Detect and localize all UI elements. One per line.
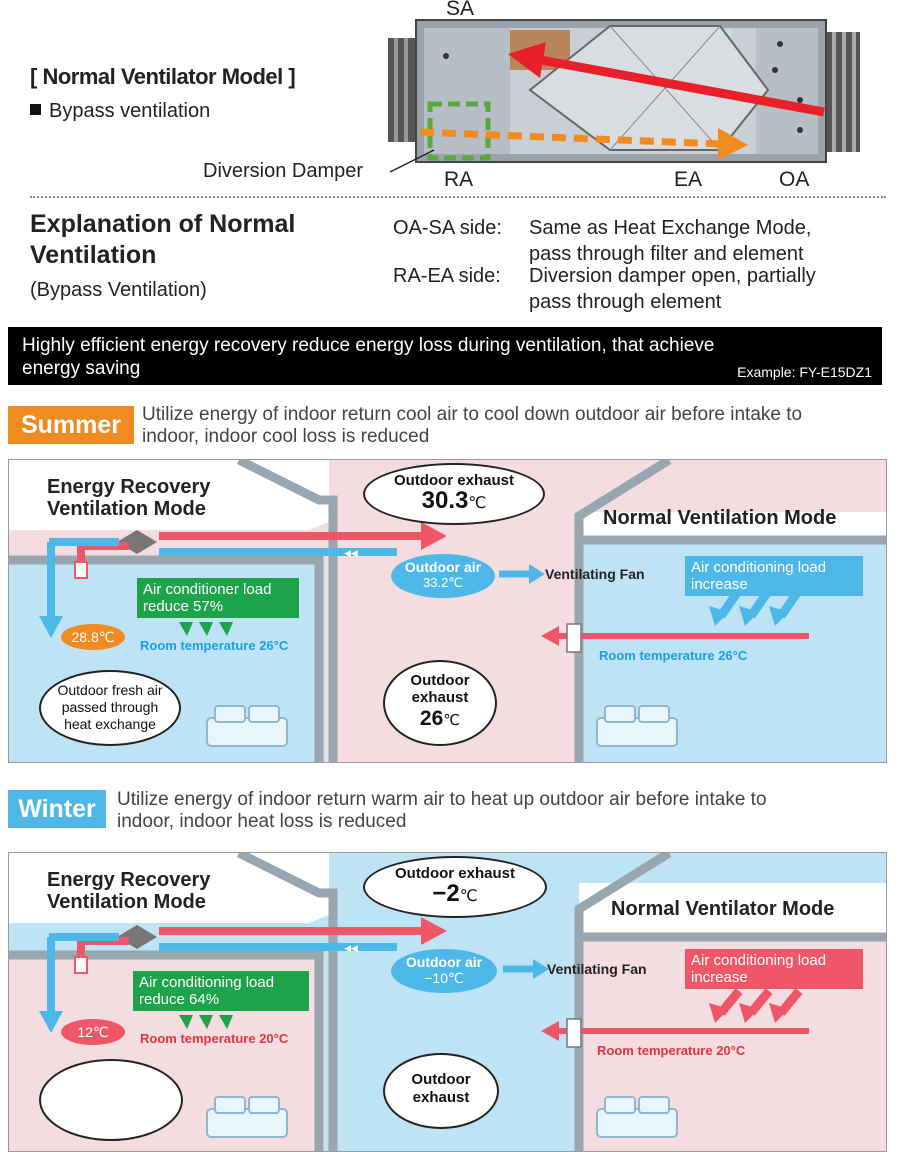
winter-increase-note: Air conditioning load increase bbox=[685, 949, 863, 989]
summer-right-title: Normal Ventilation Mode bbox=[603, 507, 837, 529]
winter-reduce-note: Air conditioning load reduce 64% bbox=[133, 971, 309, 1011]
outdoor-air-value: 33.2℃ bbox=[423, 575, 463, 590]
exhaust-mid-line-1: Outdoor bbox=[411, 1071, 471, 1088]
winter-badge: Winter bbox=[8, 790, 106, 828]
damper-label: Diversion Damper bbox=[203, 160, 364, 182]
winter-supply-temp: 12℃ bbox=[61, 1019, 125, 1045]
mode-label: Bypass ventilation bbox=[49, 100, 211, 122]
winter-room-temp-left: Room temperature 20°C bbox=[140, 1031, 289, 1046]
summer-panel: ◀◀ Energy Recovery Ventilation Mode bbox=[8, 459, 887, 763]
exhaust-mid-value: 26℃ bbox=[385, 706, 495, 734]
exhaust-unit: ℃ bbox=[459, 888, 478, 905]
summer-exhaust-mid-bubble: Outdoor exhaust 26℃ bbox=[383, 660, 497, 746]
outdoor-air-label: Outdoor air bbox=[405, 954, 483, 970]
increase-line-2: increase bbox=[691, 969, 748, 986]
row-line: pass through element bbox=[529, 291, 722, 313]
winter-outdoor-air: Outdoor air −10℃ bbox=[391, 949, 497, 993]
summer-supply-temp: 28.8℃ bbox=[61, 624, 125, 650]
fresh-line-1: Outdoor fresh air bbox=[57, 682, 163, 698]
winter-left-title-1: Energy Recovery bbox=[47, 869, 211, 891]
svg-text:◀◀: ◀◀ bbox=[344, 943, 358, 953]
model-title: [ Normal Ventilator Model ] bbox=[30, 64, 296, 89]
winter-fan-label: Ventilating Fan bbox=[547, 961, 647, 977]
winter-exhaust-mid-bubble: Outdoor exhaust bbox=[383, 1053, 499, 1129]
section-divider bbox=[30, 196, 886, 198]
winter-left-title-2: Ventilation Mode bbox=[47, 891, 206, 913]
reduce-line-1: Air conditioner load bbox=[143, 581, 272, 598]
row-key: OA-SA side: bbox=[393, 217, 502, 239]
port-label-ea: EA bbox=[674, 168, 703, 191]
explanation-title-2: Ventilation bbox=[30, 241, 157, 269]
row-line: Same as Heat Exchange Mode, bbox=[529, 217, 812, 239]
summer-increase-note: Air conditioning load increase bbox=[685, 556, 863, 596]
winter-room-temp-right: Room temperature 20°C bbox=[597, 1043, 746, 1058]
winter-empty-bubble bbox=[39, 1059, 183, 1141]
summer-exhaust-top-bubble: Outdoor exhaust 30.3℃ bbox=[363, 463, 545, 525]
increase-line-2: increase bbox=[691, 576, 748, 593]
port-label-ra: RA bbox=[444, 168, 474, 191]
increase-line-1: Air conditioning load bbox=[691, 952, 827, 969]
exhaust-mid-line-1: Outdoor bbox=[410, 672, 470, 689]
banner-example: Example: FY-E15DZ1 bbox=[737, 364, 872, 380]
summer-room-temp-right: Room temperature 26°C bbox=[599, 648, 748, 663]
winter-exhaust-top-bubble: Outdoor exhaust −2℃ bbox=[363, 856, 547, 918]
port-label-sa: SA bbox=[446, 0, 475, 20]
exhaust-mid-unit: ℃ bbox=[443, 712, 461, 729]
banner-line-2: energy saving bbox=[22, 358, 141, 379]
summer-left-title-2: Ventilation Mode bbox=[47, 498, 206, 520]
exhaust-value: 30.3℃ bbox=[365, 489, 543, 516]
efficiency-banner: Highly efficient energy recovery reduce … bbox=[8, 327, 882, 385]
summer-reduce-note: Air conditioner load reduce 57% bbox=[137, 578, 299, 618]
summer-fresh-air-bubble: Outdoor fresh air passed through heat ex… bbox=[39, 670, 181, 746]
exhaust-value: −2℃ bbox=[365, 882, 545, 909]
row-line: Diversion damper open, partially bbox=[529, 265, 816, 287]
mode-label-row: Bypass ventilation bbox=[30, 100, 210, 123]
square-bullet-icon bbox=[30, 104, 41, 116]
summer-outdoor-air: Outdoor air 33.2℃ bbox=[391, 554, 495, 598]
winter-right-title: Normal Ventilator Mode bbox=[611, 898, 835, 920]
winter-desc-2: indoor, indoor heat loss is reduced bbox=[117, 811, 407, 832]
explanation-subtitle: (Bypass Ventilation) bbox=[30, 279, 207, 301]
row-key: RA-EA side: bbox=[393, 265, 501, 287]
summer-left-title-1: Energy Recovery bbox=[47, 476, 211, 498]
exhaust-number: −2 bbox=[432, 880, 460, 907]
exhaust-mid-line-2: exhaust bbox=[412, 1089, 470, 1106]
exhaust-mid-number: 26 bbox=[419, 707, 444, 730]
summer-desc-1: Utilize energy of indoor return cool air… bbox=[142, 404, 803, 425]
reduce-line-2: reduce 57% bbox=[143, 598, 224, 615]
winter-panel: ◀◀ Energy Recovery Ventilation Mode Norm… bbox=[8, 852, 887, 1152]
reduce-line-1: Air conditioning load bbox=[139, 974, 275, 991]
fresh-line-3: heat exchange bbox=[64, 716, 156, 732]
unit-diagram bbox=[380, 0, 880, 192]
svg-text:◀◀: ◀◀ bbox=[344, 548, 358, 558]
summer-desc-2: indoor, indoor cool loss is reduced bbox=[142, 426, 430, 447]
outdoor-air-label: Outdoor air bbox=[404, 559, 482, 575]
exhaust-label: Outdoor exhaust bbox=[394, 865, 515, 882]
fresh-line-2: passed through bbox=[61, 699, 159, 715]
outdoor-air-value: −10℃ bbox=[424, 970, 464, 986]
explanation-row-ra-ea: RA-EA side: Diversion damper open, parti… bbox=[393, 263, 816, 313]
exhaust-unit: ℃ bbox=[468, 495, 487, 512]
exhaust-mid-line-2: exhaust bbox=[411, 689, 469, 706]
explanation-title-1: Explanation of Normal bbox=[30, 210, 296, 238]
exhaust-label: Outdoor exhaust bbox=[393, 472, 514, 489]
banner-line-1: Highly efficient energy recovery reduce … bbox=[22, 335, 715, 356]
exhaust-number: 30.3 bbox=[421, 487, 469, 514]
explanation-row-oa-sa: OA-SA side: Same as Heat Exchange Mode, … bbox=[393, 215, 811, 265]
summer-badge: Summer bbox=[8, 406, 134, 444]
summer-fan-label: Ventilating Fan bbox=[545, 566, 645, 582]
row-line: pass through filter and element bbox=[529, 243, 804, 265]
summer-room-temp-left: Room temperature 26°C bbox=[140, 638, 289, 653]
port-label-oa: OA bbox=[779, 168, 810, 191]
increase-line-1: Air conditioning load bbox=[691, 559, 827, 576]
reduce-line-2: reduce 64% bbox=[139, 991, 220, 1008]
winter-desc-1: Utilize energy of indoor return warm air… bbox=[117, 789, 767, 810]
